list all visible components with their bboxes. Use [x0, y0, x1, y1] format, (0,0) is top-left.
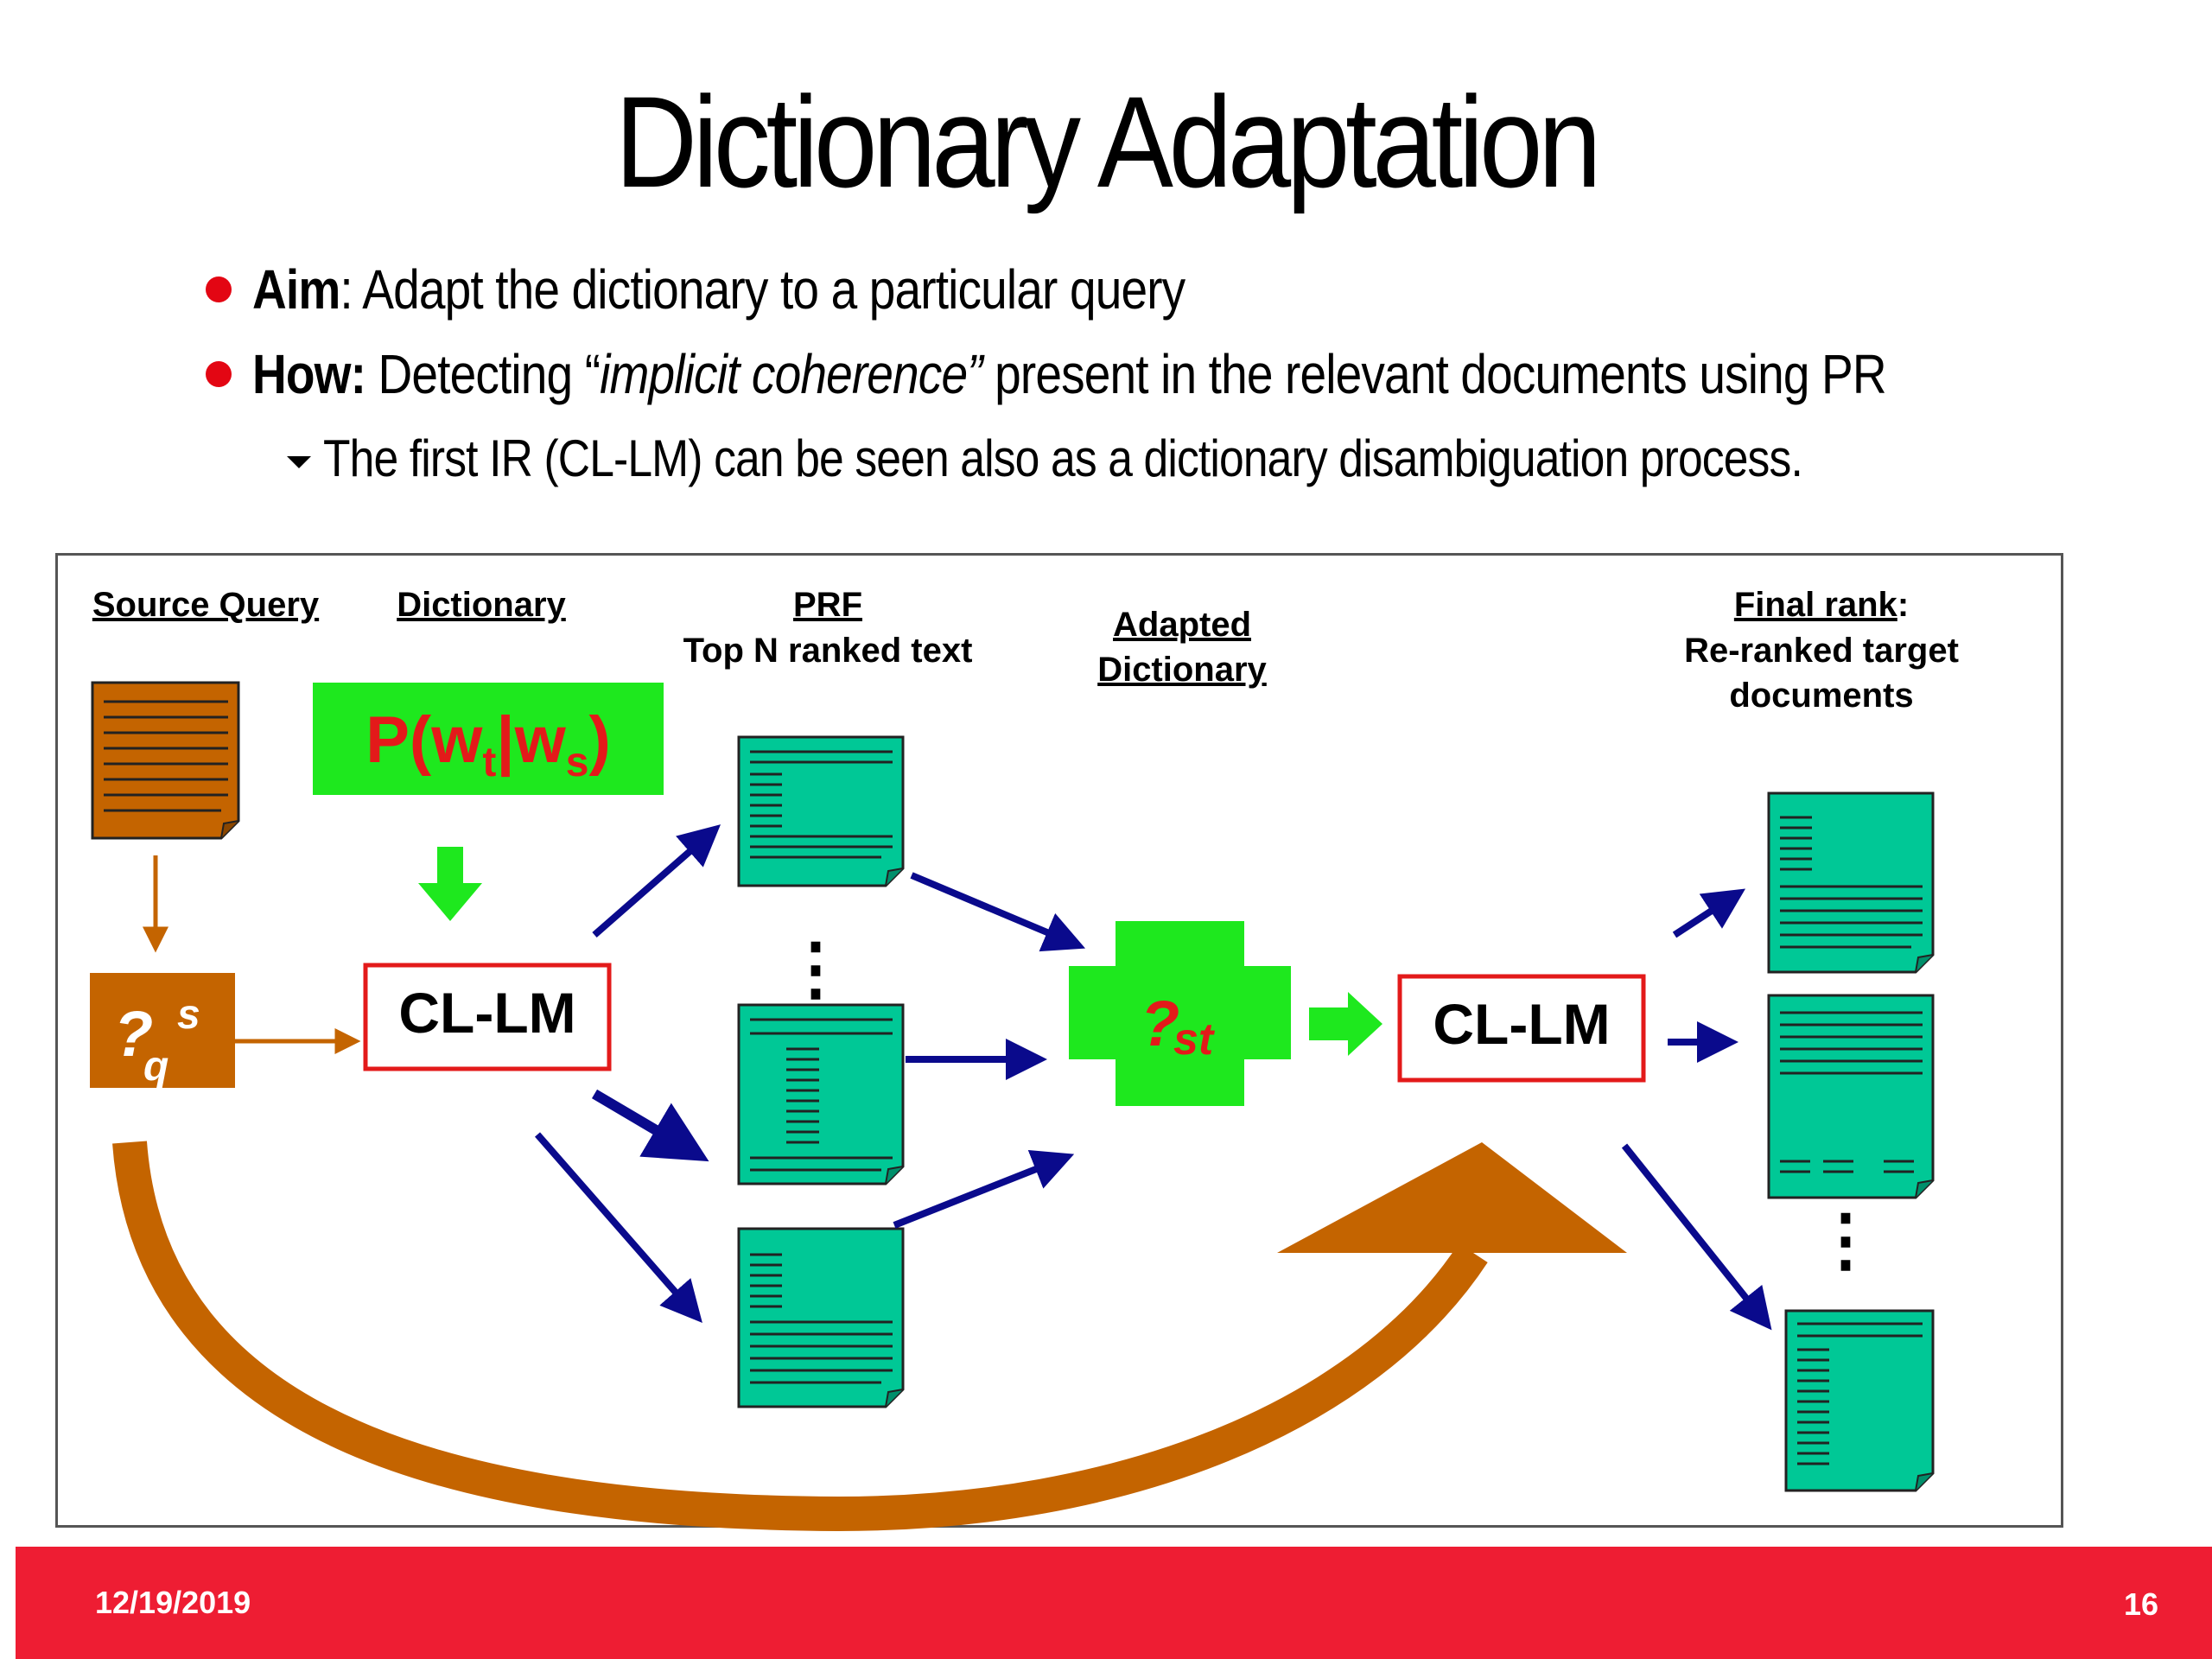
prf-document-1-icon — [737, 735, 905, 887]
query-model-sub: q — [143, 1044, 168, 1090]
label-final-rank-colon: : — [1897, 586, 1909, 624]
final-document-1-icon — [1767, 791, 1935, 974]
query-model-box: ? s q — [90, 973, 235, 1090]
adapted-dictionary-symbol: ? — [1141, 988, 1179, 1059]
final-ellipsis: ⋮ — [1811, 1201, 1880, 1278]
label-prf: PRF — [793, 586, 862, 624]
diagram-frame — [55, 553, 2063, 1528]
prob-s: s — [566, 740, 589, 785]
arrow-clm-to-doc2 — [591, 1089, 709, 1162]
curved-arrow-head-icon — [1277, 1142, 1627, 1253]
prf-document-2-icon — [737, 1003, 905, 1185]
label-top-n: Top N ranked text — [683, 632, 973, 670]
arrow-clm-to-final3 — [1621, 1143, 1772, 1331]
bullet-dot-icon — [206, 361, 232, 387]
footer-date: 12/19/2019 — [95, 1585, 251, 1620]
arrow-clm-to-doc3 — [534, 1132, 702, 1324]
source-query-document-icon — [91, 681, 240, 840]
prob-p: P(w — [365, 703, 483, 777]
bullet-dot-icon — [206, 276, 232, 302]
label-adapted-2: Dictionary — [1097, 651, 1267, 689]
cl-lm-right-box: CL-LM — [1397, 974, 1646, 1083]
slide-title: Dictionary Adaptation — [614, 69, 1602, 214]
bullet-how-text-pre: Detecting “ — [365, 343, 601, 405]
arrow-doc1-to-adapted — [910, 872, 1086, 952]
sub-bullet-arrow-icon — [287, 456, 311, 468]
query-model-sup: s — [177, 992, 200, 1038]
bullet-how-italic: implicit coherence” — [600, 343, 982, 405]
prf-document-3-icon — [737, 1227, 905, 1408]
label-dictionary: Dictionary — [397, 586, 566, 624]
dictionary-prob-box: P(wt|ws) — [313, 683, 664, 795]
curved-query-arrow — [112, 1141, 1488, 1532]
label-adapted-1: Adapted — [1113, 606, 1251, 644]
sub-bullet: The first IR (CL-LM) can be seen also as… — [323, 429, 1803, 487]
prob-mid: |w — [496, 703, 566, 778]
cl-lm-left-box: CL-LM — [363, 963, 612, 1071]
query-model-symbol: ? — [114, 998, 153, 1070]
cl-lm-right-label: CL-LM — [1433, 992, 1610, 1056]
prf-ellipsis: ⋮ — [781, 930, 850, 1007]
arrow-clm-to-final1 — [1672, 888, 1746, 938]
prob-t: t — [482, 740, 496, 785]
final-document-2-icon — [1767, 994, 1935, 1199]
arrow-clm-to-doc1 — [592, 824, 721, 938]
bullet-how-text-post: present in the relevant documents using … — [982, 343, 1887, 405]
dictionary-prob-formula: P(wt|ws) — [365, 703, 611, 785]
adapted-dictionary-sub: st — [1173, 1014, 1216, 1065]
cl-lm-left-label: CL-LM — [398, 981, 575, 1045]
green-down-arrow-icon — [418, 847, 482, 921]
bullet-aim-text: : Adapt the dictionary to a particular q… — [340, 258, 1185, 321]
footer-page-number: 16 — [2123, 1586, 2158, 1622]
label-source-query: Source Query — [92, 586, 320, 624]
label-reranked-2: documents — [1729, 677, 1913, 715]
final-document-3-icon — [1784, 1309, 1935, 1492]
footer-bar: 12/19/2019 16 — [16, 1547, 2212, 1659]
arrow-doc3-to-adapted — [893, 1149, 1075, 1229]
adapted-dictionary-box: ? st — [1069, 921, 1291, 1106]
bullet-how: How: Detecting “implicit coherence” pres… — [252, 342, 1887, 406]
bullet-aim-label: Aim — [252, 258, 340, 321]
label-final-rank: Final rank: — [1734, 586, 1909, 624]
bullet-aim: Aim: Adapt the dictionary to a particula… — [252, 257, 1185, 321]
bullet-how-label: How: — [252, 343, 366, 405]
prob-close: ) — [588, 703, 610, 777]
label-final-rank-main: Final rank — [1734, 586, 1898, 624]
green-right-arrow-icon — [1309, 992, 1382, 1056]
label-reranked-1: Re-ranked target — [1684, 632, 1959, 670]
